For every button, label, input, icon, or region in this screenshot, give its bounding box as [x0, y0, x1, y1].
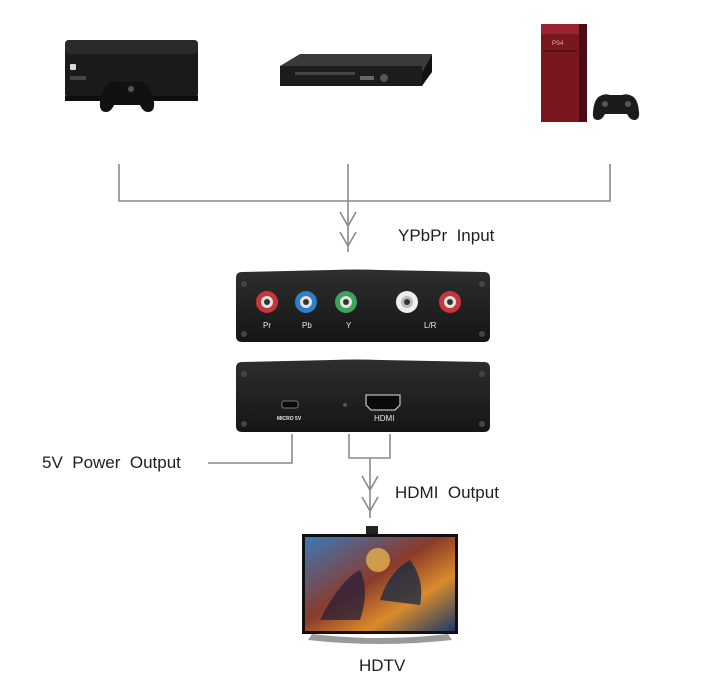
- input-lines: [118, 164, 611, 252]
- port-y: [335, 291, 357, 313]
- port-label-pb: Pb: [302, 321, 312, 330]
- port-label-y: Y: [346, 321, 352, 330]
- dvd-player-icon: [280, 54, 432, 86]
- port-pb: [295, 291, 317, 313]
- input-panel: [236, 269, 490, 342]
- hdmi-port: [365, 394, 401, 411]
- output-lines: [208, 434, 391, 518]
- hdtv-icon: [302, 526, 458, 644]
- micro-port-label: MICRO 5V: [277, 416, 302, 422]
- port-audio-left: [396, 291, 418, 313]
- hdmi-output-label: HDMI Output: [395, 483, 499, 502]
- power-output-label: 5V Power Output: [42, 453, 181, 472]
- svg-text:PS4: PS4: [552, 41, 564, 47]
- xbox-console-icon: [65, 40, 198, 112]
- port-label-lr: L/R: [424, 321, 437, 330]
- micro-usb-port: [281, 400, 299, 409]
- hdmi-port-label: HDMI: [374, 414, 394, 423]
- port-pr: [256, 291, 278, 313]
- output-panel: [236, 359, 490, 432]
- playstation-console-icon: PS4: [541, 24, 640, 122]
- ypbpr-input-label: YPbPr Input: [398, 226, 495, 245]
- port-label-pr: Pr: [263, 321, 271, 330]
- port-audio-right: [439, 291, 461, 313]
- hdtv-label: HDTV: [359, 656, 406, 675]
